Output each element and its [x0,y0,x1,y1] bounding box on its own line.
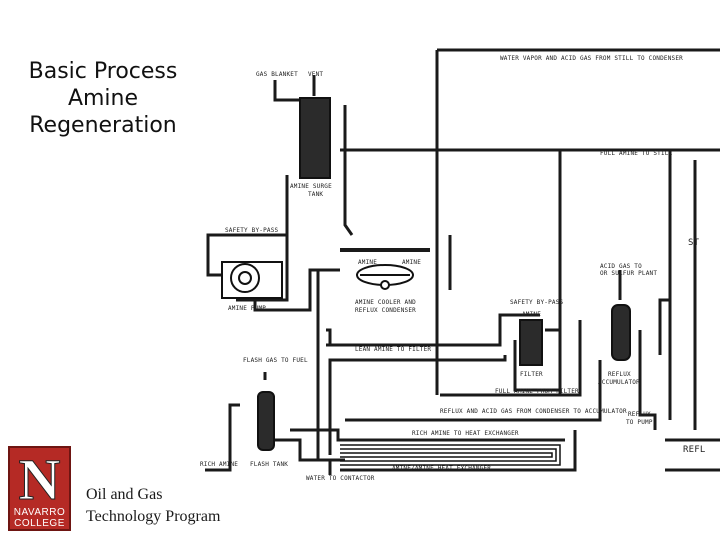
heat-exchanger [340,444,561,466]
label-lean-cooled: LEAN AMINE TO FILTER [355,346,431,353]
label-vent: VENT [308,71,323,78]
label-amine-right: AMINE [402,259,421,266]
label-amine-pump: AMINE PUMP [228,305,266,312]
label-reflux: REFLUX [608,371,631,378]
logo-line-1: NAVARRO [13,507,66,518]
label-safety-bypass: SAFETY BY-PASS [225,227,279,234]
label-acid-gas: ACID GAS TO [600,263,642,270]
label-condenser: REFLUX CONDENSER [355,307,416,314]
label-water-makeup: WATER TO CONTACTOR [306,475,375,482]
logo-letter: N [18,447,61,512]
diagram-labels: GAS BLANKET VENT WATER VAPOR AND ACID GA… [200,55,705,482]
label-amine-left: AMINE [358,259,377,266]
label-acid-gas-2: OR SULFUR PLANT [600,270,657,277]
label-exchanger: AMINE/AMINE HEAT EXCHANGER [392,465,491,472]
label-rich-to-exchanger: RICH AMINE TO HEAT EXCHANGER [412,430,519,437]
equipment [221,97,631,466]
label-full-from-filter: FULL AMINE FROM FILTER [495,388,579,395]
label-gas-blanket: GAS BLANKET [256,71,298,78]
program-footer: Oil and Gas Technology Program [86,484,220,528]
amine-surge-tank [299,97,331,179]
label-amine-filter: AMINE [522,311,541,318]
amine-filter [519,319,543,366]
label-surge-tank-2: TANK [308,191,323,198]
label-safety-bypass-2: SAFETY BY-PASS [510,299,564,306]
flash-tank [257,391,275,451]
label-refl: REFL [683,445,705,455]
title-line-3: Regeneration [29,113,177,138]
footer-line-1: Oil and Gas [86,486,163,503]
label-reflux-acid: REFLUX AND ACID GAS FROM CONDENSER TO AC… [440,408,627,415]
label-st: ST [688,238,700,248]
label-lean-to-still: FULL AMINE TO STILL [600,150,673,157]
logo-line-2: COLLEGE [14,518,65,529]
label-flash-tank: FLASH TANK [250,461,288,468]
process-lines [205,48,720,475]
label-flash-gas-top: FLASH GAS TO FUEL [243,357,308,364]
title-line-1: Basic Process [28,59,178,84]
slide-title: Basic Process Amine Regeneration [18,58,188,139]
label-water-vapor: WATER VAPOR AND ACID GAS FROM STILL TO C… [500,55,683,62]
label-filter: FILTER [520,371,543,378]
label-surge-tank: AMINE SURGE [290,183,332,190]
navarro-college-logo: N NAVARRO COLLEGE [8,446,71,531]
label-reflux-pump-2: TO PUMP [626,419,653,426]
title-line-2: Amine [67,86,139,111]
label-reflux-pump: REFLUX [628,411,651,418]
footer-line-2: Technology Program [86,508,221,525]
label-accumulator: ACCUMULATOR [598,379,640,386]
label-cooler: AMINE COOLER AND [355,299,416,306]
reflux-accumulator [611,304,631,361]
label-rich-amine-in: RICH AMINE [200,461,238,468]
